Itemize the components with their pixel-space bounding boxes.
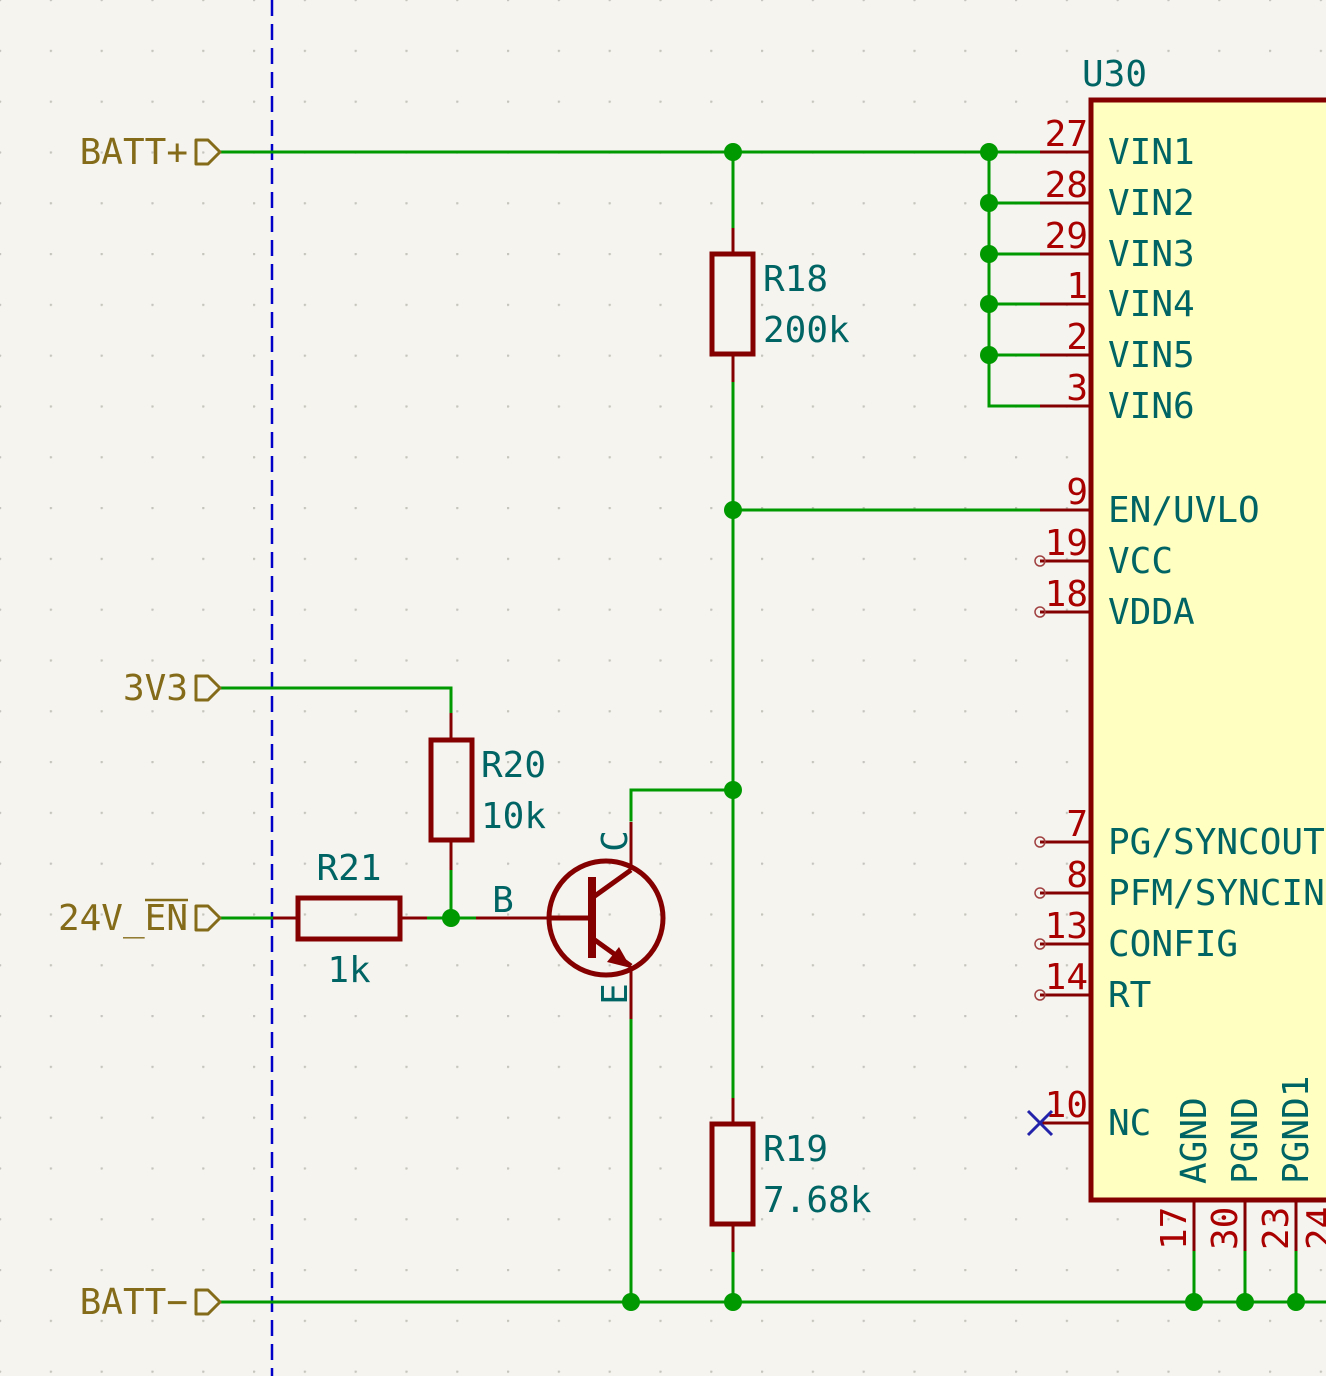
ic-pin-number: 1 <box>1066 266 1088 307</box>
ic-pin-name: NC <box>1108 1103 1151 1144</box>
r21-value: 1k <box>327 950 371 991</box>
ic-pin-name: VIN6 <box>1108 386 1195 427</box>
resistor-r21[interactable]: R21 1k <box>273 848 427 991</box>
ic-pin-number: 14 <box>1045 957 1088 998</box>
ic-pin-number: 7 <box>1066 804 1088 845</box>
net-label-batt-plus-text: BATT+ <box>80 132 188 173</box>
net-label-batt-minus[interactable]: BATT− <box>80 1282 222 1323</box>
net-label-24v-en-text: 24V_EN <box>58 898 188 939</box>
ic-left-pins: 27 VIN1 28 VIN2 29 VIN3 1 VIN4 2 VIN5 3 VIN6 9 EN/UVL… <box>1034 114 1325 1144</box>
net-label-batt-minus-text: BATT− <box>80 1282 188 1323</box>
no-connect-icon <box>1026 1109 1054 1137</box>
ic-pin-vin1[interactable]: 27 VIN1 <box>1040 114 1195 173</box>
r19-value: 7.68k <box>763 1180 872 1221</box>
ic-pin-vcc[interactable]: 19 VCC <box>1034 523 1173 582</box>
ic-pin-number: 24 <box>1300 1207 1326 1250</box>
ic-u30-body <box>1088 97 1326 1203</box>
ic-pin-name: VCC <box>1108 541 1173 582</box>
ic-pin-config[interactable]: 13 CONFIG <box>1034 906 1238 965</box>
r18-ref: R18 <box>763 259 828 300</box>
ic-pin-vin3[interactable]: 29 VIN3 <box>1040 216 1195 275</box>
ic-u30-ref: U30 <box>1082 54 1147 95</box>
ic-pin-vin6[interactable]: 3 VIN6 <box>1040 368 1195 427</box>
ic-pin-name: RT <box>1108 975 1151 1016</box>
ic-pin-vdda[interactable]: 18 VDDA <box>1034 574 1195 633</box>
ic-pin-number: 23 <box>1256 1207 1297 1250</box>
r21-ref: R21 <box>316 848 381 889</box>
transistor-pin-c-label: C <box>595 830 636 852</box>
ic-pin-name: VIN2 <box>1108 183 1195 224</box>
net-label-batt-plus[interactable]: BATT+ <box>80 132 222 173</box>
ic-pin-name: VIN1 <box>1108 132 1195 173</box>
resistor-r20[interactable]: R20 10k <box>428 713 546 870</box>
net-label-3v3[interactable]: 3V3 <box>123 668 222 709</box>
ic-pin-name: CONFIG <box>1108 924 1238 965</box>
ic-pin-name: EN/UVLO <box>1108 490 1260 531</box>
ic-pin-bottom-pgnd[interactable]: 30 PGND <box>1205 1097 1266 1251</box>
ic-pin-name: PG/SYNCOUT <box>1108 822 1325 863</box>
ic-pin-number: 27 <box>1045 114 1088 155</box>
overbar-text: EN <box>145 898 188 939</box>
ic-pin-number: 17 <box>1154 1207 1195 1250</box>
r18-value: 200k <box>763 310 850 351</box>
ic-pin-name: VIN4 <box>1108 284 1195 325</box>
transistor-pin-e-label: E <box>595 983 636 1005</box>
ic-pin-number: 9 <box>1066 472 1088 513</box>
resistor-r18[interactable]: R18 200k <box>709 228 850 382</box>
ic-pin-number: 30 <box>1205 1207 1246 1250</box>
ic-pin-bottom-agnd[interactable]: 17 AGND <box>1154 1097 1215 1251</box>
ic-pin-name: VDDA <box>1108 592 1195 633</box>
ic-pin-pg-syncout[interactable]: 7 PG/SYNCOUT <box>1034 804 1325 863</box>
ic-pin-rt[interactable]: 14 RT <box>1034 957 1151 1016</box>
ic-u30[interactable]: U30 27 VIN1 28 VIN2 29 VIN3 1 VIN4 2 VIN5 3 VIN6 9 EN… <box>1026 54 1326 1251</box>
ic-pin-name: VIN5 <box>1108 335 1195 376</box>
ic-pin-number: 2 <box>1066 317 1088 358</box>
ic-pin-number: 19 <box>1045 523 1088 564</box>
ic-pin-vin5[interactable]: 2 VIN5 <box>1040 317 1195 376</box>
ic-pin-name: PGND1 <box>1276 1076 1317 1184</box>
junctions <box>442 143 1305 1311</box>
ic-bottom-pins: 17 AGND 30 PGND 23 PGND1 24 <box>1154 1076 1326 1251</box>
ic-pin-name: AGND <box>1174 1097 1215 1184</box>
ic-pin-number: 18 <box>1045 574 1088 615</box>
ic-pin-bottom-24[interactable]: 24 <box>1300 1200 1326 1251</box>
ic-pin-bottom-pgnd1[interactable]: 23 PGND1 <box>1256 1076 1317 1251</box>
ic-pin-en-uvlo[interactable]: 9 EN/UVLO <box>1040 472 1260 531</box>
ic-pin-pfm-syncin[interactable]: 8 PFM/SYNCIN <box>1034 855 1325 914</box>
net-label-24v-en[interactable]: 24V_EN <box>58 898 222 939</box>
ic-pin-name: PGND <box>1225 1097 1266 1184</box>
ic-pin-number: 8 <box>1066 855 1088 896</box>
ic-pin-name: PFM/SYNCIN <box>1108 873 1325 914</box>
ic-pin-nc[interactable]: 10 NC <box>1040 1085 1151 1144</box>
ic-pin-number: 13 <box>1045 906 1088 947</box>
resistor-r19[interactable]: R19 7.68k <box>709 1098 872 1252</box>
npn-transistor[interactable]: B C E <box>476 822 666 1019</box>
emitter-arrow-icon <box>607 947 631 968</box>
r20-value: 10k <box>481 796 546 837</box>
ic-pin-number: 28 <box>1045 165 1088 206</box>
ic-pin-name: VIN3 <box>1108 234 1195 275</box>
ic-pin-number: 29 <box>1045 216 1088 257</box>
ic-pin-vin2[interactable]: 28 VIN2 <box>1040 165 1195 224</box>
net-label-3v3-text: 3V3 <box>123 668 188 709</box>
transistor-pin-b-label: B <box>492 880 514 921</box>
ic-pin-number: 10 <box>1045 1085 1088 1126</box>
r19-ref: R19 <box>763 1129 828 1170</box>
r20-ref: R20 <box>481 745 546 786</box>
ic-pin-number: 3 <box>1066 368 1088 409</box>
ic-pin-vin4[interactable]: 1 VIN4 <box>1040 266 1195 325</box>
